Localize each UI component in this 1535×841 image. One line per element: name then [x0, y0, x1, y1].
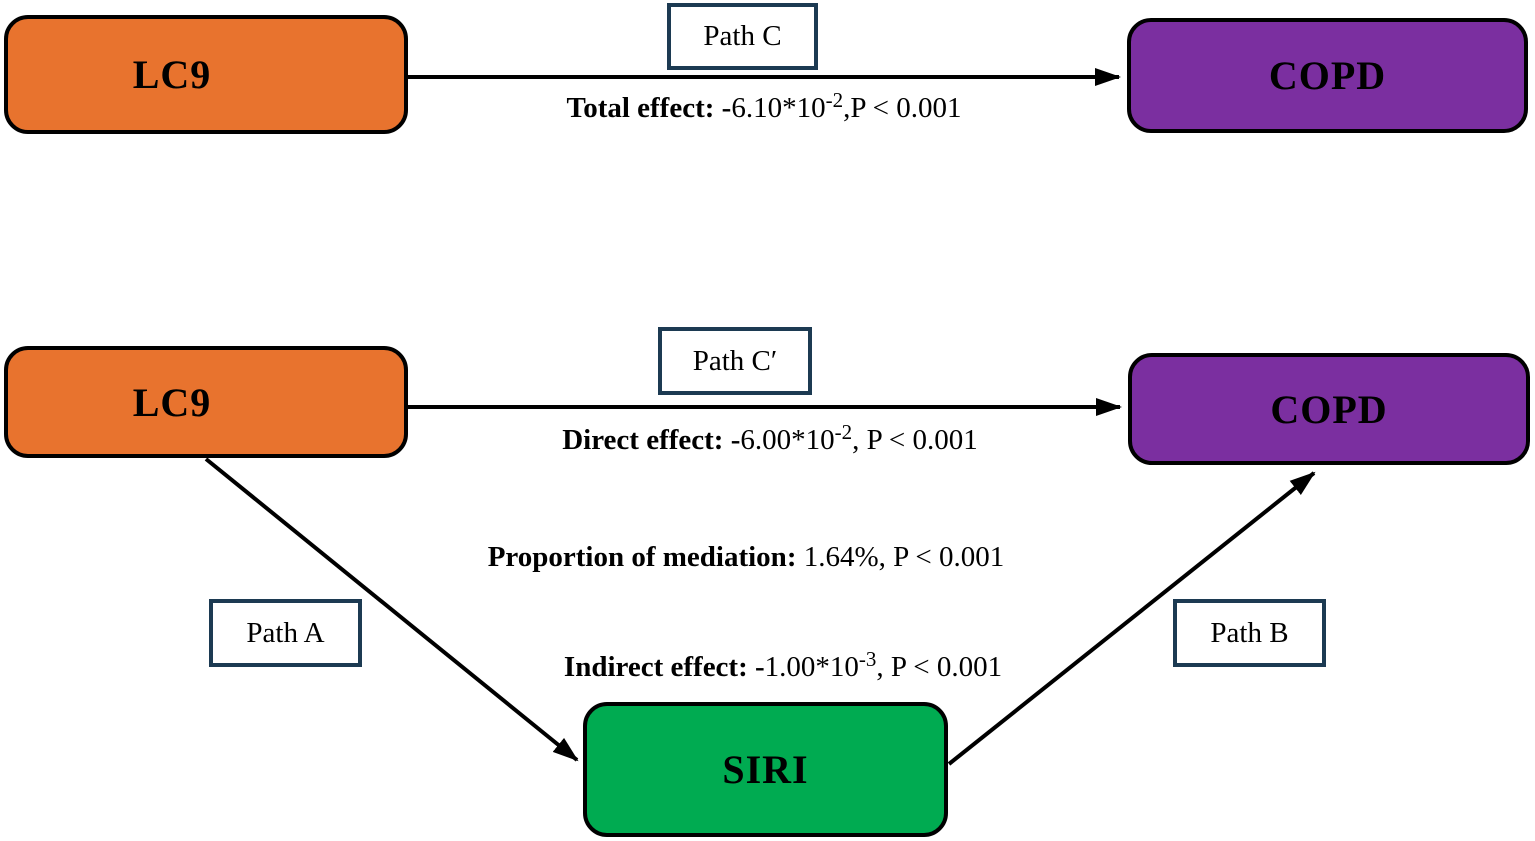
- node-lc9-bottom: LC9: [4, 346, 408, 458]
- direct-effect-value: -6.00*10-2, P < 0.001: [730, 420, 978, 457]
- node-siri-label: SIRI: [722, 747, 809, 792]
- label-path-b: Path B: [1173, 599, 1326, 667]
- total-effect-value: -6.10*10-2,P < 0.001: [721, 88, 962, 125]
- label-path-c: Path C: [667, 3, 818, 70]
- label-path-c-text: Path C: [703, 20, 782, 52]
- node-lc9-top: LC9: [4, 15, 408, 134]
- indirect-effect-label: Indirect effect:: [563, 651, 748, 683]
- node-lc9-top-label: LC9: [132, 52, 212, 97]
- total-effect-text: Total effect: -6.10*10-2,P < 0.001: [566, 88, 962, 125]
- label-path-c-prime-text: Path C′: [692, 344, 778, 377]
- direct-effect-text: Direct effect: -6.00*10-2, P < 0.001: [562, 420, 978, 457]
- proportion-label: Proportion of mediation:: [487, 541, 797, 573]
- node-copd-top: COPD: [1127, 18, 1528, 133]
- node-lc9-bottom-label: LC9: [132, 379, 212, 425]
- indirect-effect-value: -1.00*10-3, P < 0.001: [755, 647, 1003, 684]
- node-siri: SIRI: [583, 702, 948, 837]
- indirect-effect-text: Indirect effect: -1.00*10-3, P < 0.001: [563, 647, 1003, 684]
- node-copd-bottom-label: COPD: [1270, 386, 1388, 432]
- label-path-b-text: Path B: [1210, 616, 1289, 649]
- label-path-a: Path A: [209, 599, 362, 667]
- label-path-c-prime: Path C′: [658, 327, 812, 395]
- direct-effect-label: Direct effect:: [562, 424, 724, 456]
- proportion-value: 1.64%, P < 0.001: [803, 541, 1005, 573]
- node-copd-bottom: COPD: [1128, 353, 1530, 465]
- node-copd-top-label: COPD: [1268, 53, 1387, 98]
- label-path-a-text: Path A: [246, 616, 325, 649]
- total-effect-label: Total effect:: [566, 92, 715, 124]
- proportion-of-mediation-text: Proportion of mediation: 1.64%, P < 0.00…: [488, 541, 1005, 574]
